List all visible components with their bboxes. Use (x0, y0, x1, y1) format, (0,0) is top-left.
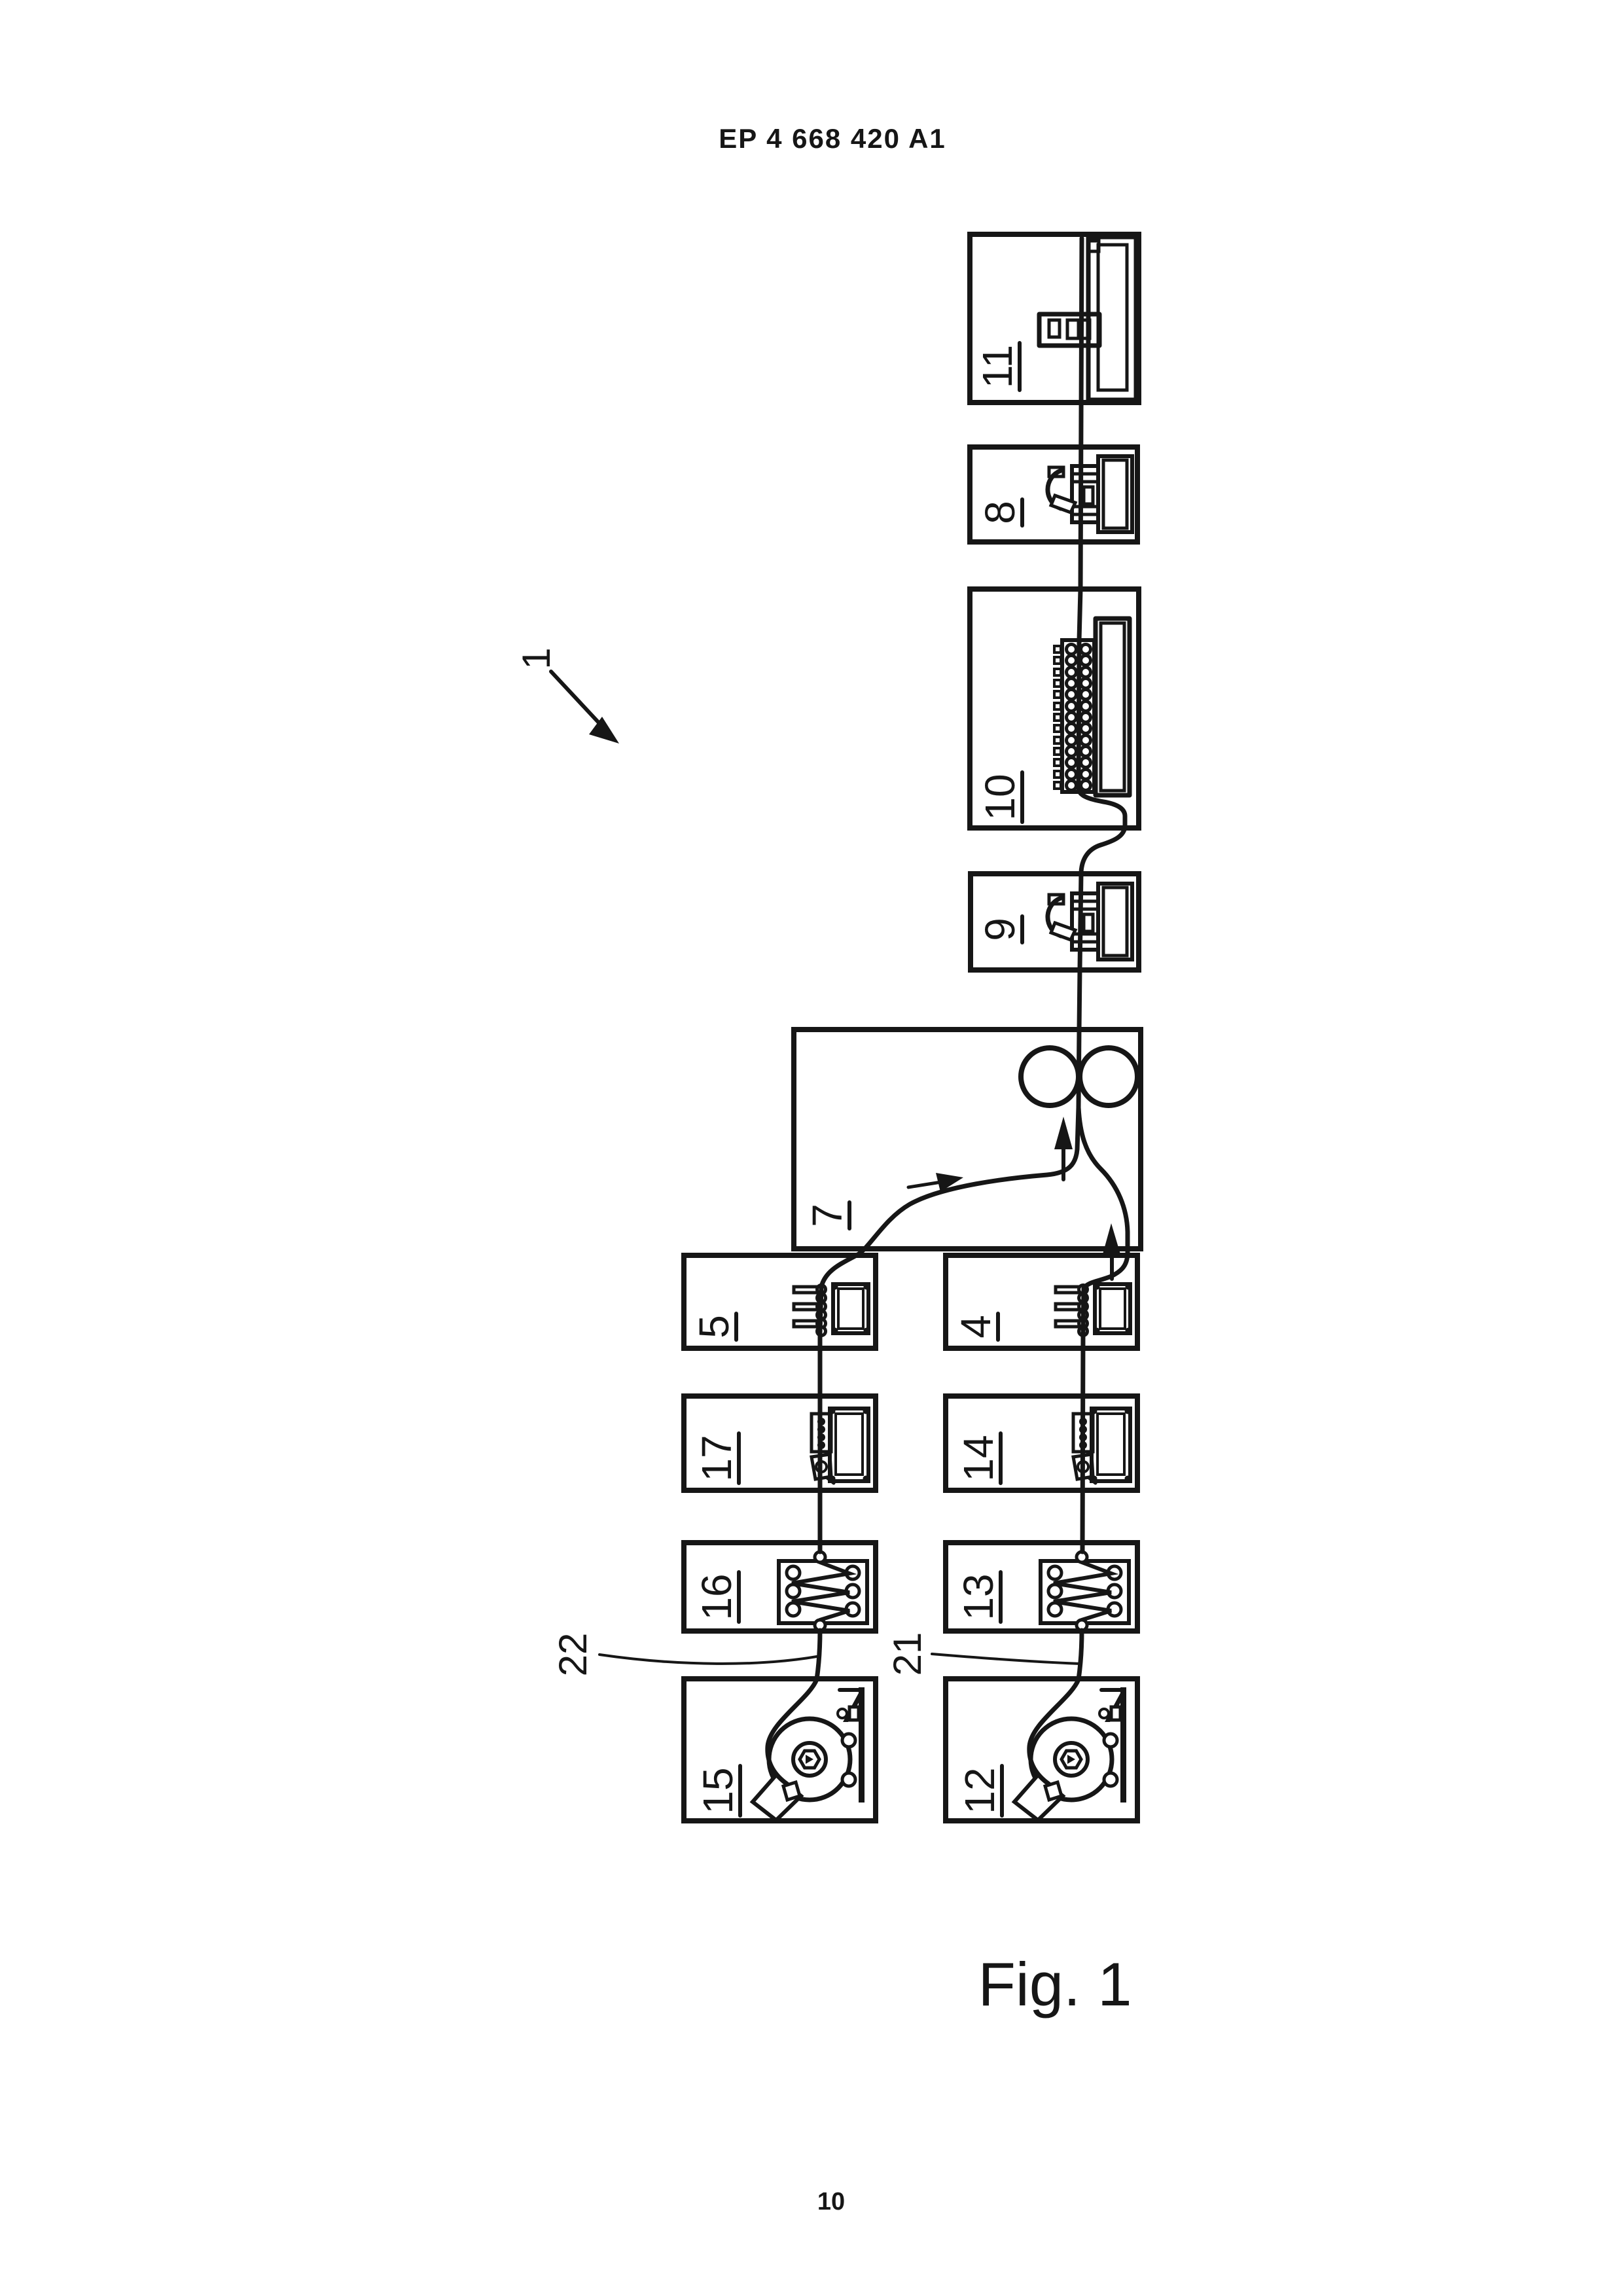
box-12-payoff: 12 (943, 1676, 1140, 1823)
box-16-ref: 16 (693, 1573, 740, 1620)
extruder-crosshead-icon (1048, 884, 1132, 960)
box-11-winder: 11 (967, 232, 1141, 405)
box-8-extruder: 8 (967, 444, 1140, 545)
box-4-ref: 4 (952, 1315, 999, 1338)
box-16-accumulator: 16 (681, 1540, 878, 1634)
box-7-ref: 7 (804, 1204, 851, 1227)
box-8-ref: 8 (976, 501, 1024, 524)
leader-ref-21: 21 (885, 1632, 1082, 1676)
winder-traverse-icon (1037, 234, 1139, 403)
ref-21-numeral: 21 (885, 1632, 929, 1676)
box-17-ref: 17 (693, 1435, 740, 1481)
box-14-ref: 14 (955, 1435, 1002, 1481)
cable-path (765, 236, 1130, 1787)
page-number: 10 (817, 2188, 845, 2215)
system-ref-arrowhead (589, 717, 619, 744)
box-9-ref: 9 (976, 918, 1024, 941)
leader-ref-22: 22 (551, 1633, 818, 1677)
box-4-preformer: 4 (943, 1253, 1140, 1351)
preformer-guide-icon (794, 1284, 870, 1336)
caterpillar-capstan-icon (1054, 616, 1132, 798)
ref-22-numeral: 22 (551, 1633, 595, 1677)
box-12-ref: 12 (956, 1767, 1003, 1814)
box-13-ref: 13 (955, 1573, 1002, 1620)
box-9-extruder: 9 (968, 871, 1141, 973)
figure-label: Fig. 1 (978, 1950, 1132, 2018)
box-5-ref: 5 (690, 1315, 738, 1338)
box-10-caterpillar: 10 (967, 586, 1141, 831)
box-13-accumulator: 13 (943, 1540, 1140, 1634)
box-10-ref: 10 (976, 774, 1024, 820)
accumulator-festoon-icon (1041, 1552, 1129, 1630)
publication-number: EP 4 668 420 A1 (719, 123, 946, 154)
preformer-guide-icon (1056, 1284, 1132, 1336)
system-reference: 1 (514, 647, 619, 744)
box-5-preformer: 5 (681, 1253, 878, 1351)
box-17-guide: 17 (681, 1393, 878, 1493)
ref-22-leader-line (598, 1653, 818, 1665)
system-ref-arrow-shaft (549, 670, 608, 732)
system-ref-numeral: 1 (514, 647, 558, 669)
extruder-crosshead-icon (1048, 456, 1132, 532)
ref-21-leader-line (931, 1653, 1082, 1665)
box-11-ref: 11 (974, 345, 1021, 388)
box-15-payoff: 15 (681, 1676, 878, 1823)
box-14-guide: 14 (943, 1393, 1140, 1493)
accumulator-festoon-icon (779, 1552, 867, 1630)
box-15-ref: 15 (694, 1767, 741, 1814)
